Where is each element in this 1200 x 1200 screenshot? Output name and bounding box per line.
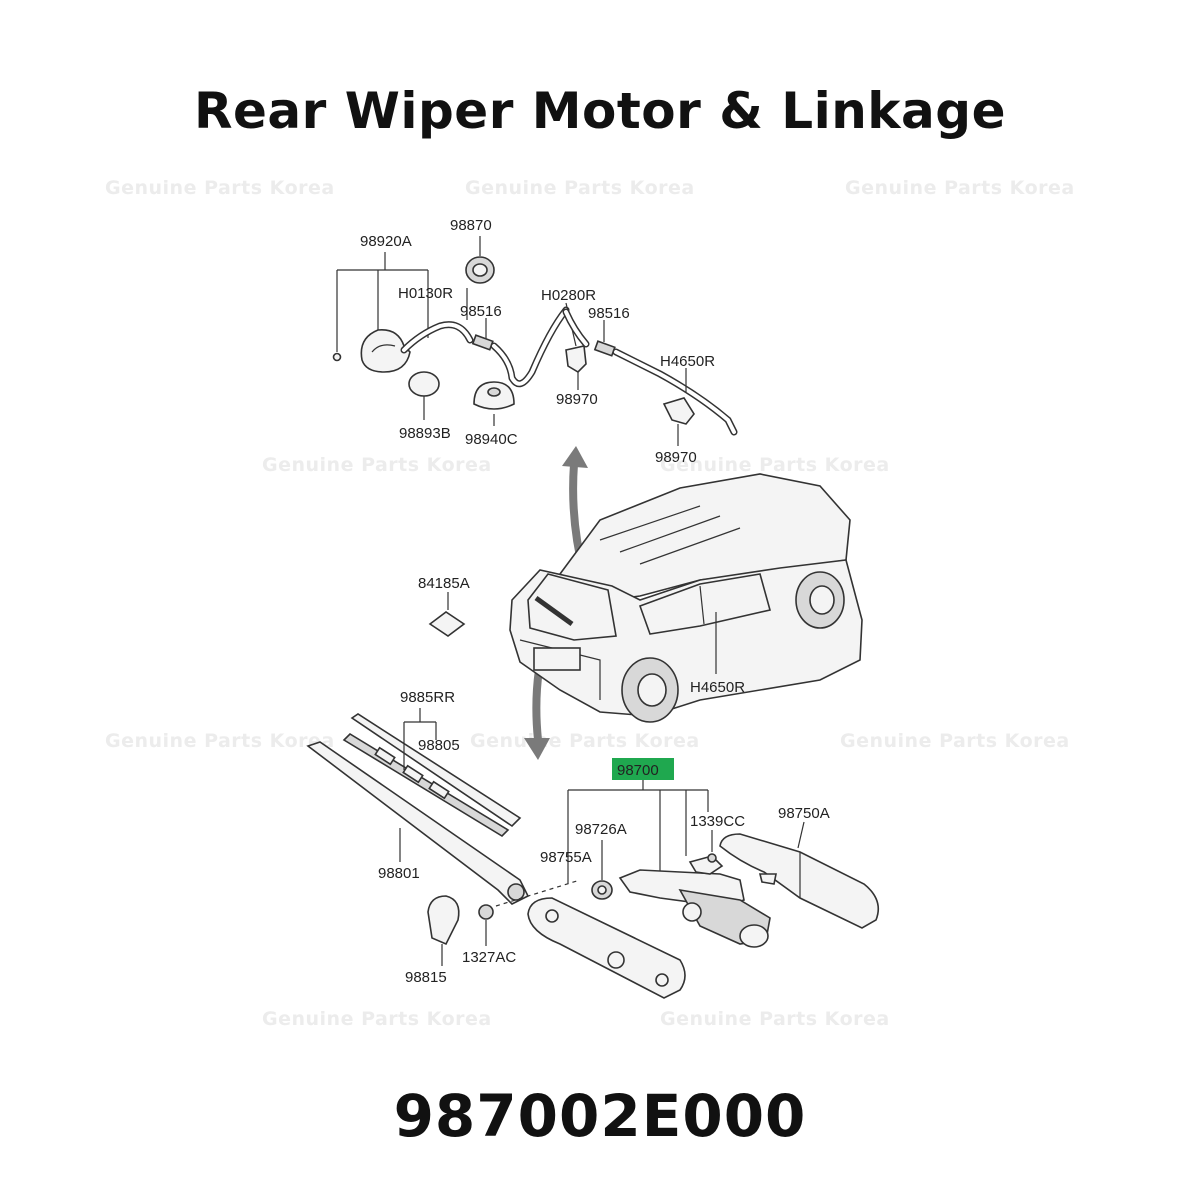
grommet-hole: [487, 387, 501, 397]
rear-window: [527, 573, 617, 641]
part-label: 98805: [418, 737, 460, 754]
label-pad-part: [428, 611, 466, 637]
part-label: H0130R: [398, 285, 453, 302]
assembly-line: [495, 879, 581, 907]
grommet-hole: [472, 263, 488, 277]
license-plate: [533, 647, 581, 671]
watermark: Genuine Parts Korea: [465, 177, 695, 199]
highlight-98700-box: [612, 758, 674, 780]
part-label: 98870: [450, 217, 492, 234]
part-label: 1327AC: [462, 949, 516, 966]
part-label: 98726A: [575, 821, 627, 838]
gasket-hole: [545, 909, 559, 923]
washer-hose-assembly: [332, 236, 738, 446]
part-label: 98940C: [465, 431, 518, 448]
part-label: 98516: [588, 305, 630, 322]
part-label: 98516: [460, 303, 502, 320]
arrow-up-head-icon: [562, 446, 588, 468]
watermark: Genuine Parts Korea: [840, 730, 1070, 752]
cap-part: [408, 371, 440, 397]
blade-clip: [428, 780, 450, 800]
side-window: [638, 573, 771, 635]
hose-connector-part: [593, 340, 616, 357]
hose-connector-part: [471, 334, 494, 351]
part-label: 98970: [655, 449, 697, 466]
washer-hose-inner: [492, 308, 568, 386]
part-label: 84185A: [418, 575, 470, 592]
part-detail: [371, 344, 396, 353]
watermark: Genuine Parts Korea: [845, 177, 1075, 199]
leader-line: [568, 780, 708, 791]
wiper-blade-part: [350, 713, 522, 828]
rear-wiper-arm: [534, 595, 574, 627]
wheel-hub: [809, 585, 835, 615]
motor-housing-part: [739, 924, 769, 948]
hose-clip-part: [662, 397, 695, 425]
arm-pivot: [507, 883, 525, 901]
seal-hole: [597, 885, 607, 895]
part-label: 98815: [405, 969, 447, 986]
part-label: H4650R: [660, 353, 715, 370]
blade-clip: [402, 764, 424, 784]
gasket-part: [527, 897, 686, 999]
window-pillar: [699, 585, 705, 625]
watermark: Genuine Parts Korea: [262, 1008, 492, 1030]
page-title: Rear Wiper Motor & Linkage: [194, 82, 1006, 140]
arm-cap-part: [427, 895, 460, 946]
watermark: Genuine Parts Korea: [660, 1008, 890, 1030]
highlighted-part-label: 98700: [617, 762, 659, 779]
vehicle-illustration: [509, 473, 863, 723]
gasket-hole: [607, 951, 625, 969]
wiper-arm-blade-assembly: [306, 708, 581, 966]
motor-cover-part: [719, 833, 880, 929]
watermark: Genuine Parts Korea: [105, 177, 335, 199]
wheel-hub: [637, 673, 667, 707]
part-label: 98893B: [399, 425, 451, 442]
watermark: Genuine Parts Korea: [660, 454, 890, 476]
watermark: Genuine Parts Korea: [105, 730, 335, 752]
cover-tab: [758, 873, 777, 885]
motor-shaft: [682, 902, 702, 922]
bolt-part: [707, 853, 717, 863]
arrow-down-head-icon: [524, 738, 550, 760]
leader-line: [797, 821, 805, 849]
part-label: 98755A: [540, 849, 592, 866]
motor-connector-part: [688, 855, 724, 875]
watermark: Genuine Parts Korea: [262, 454, 492, 476]
screw-part: [332, 352, 342, 362]
part-labels: 98920A 98870 H0130R 98516 H0280R 98516 H…: [360, 217, 830, 986]
tailgate-line: [519, 639, 601, 700]
gasket-hole: [655, 973, 669, 987]
part-label: 98920A: [360, 233, 412, 250]
part-label: 98750A: [778, 805, 830, 822]
hose-clip-part: [565, 345, 587, 374]
part-label: H0280R: [541, 287, 596, 304]
part-label: 98801: [378, 865, 420, 882]
washer-hose-inner: [564, 310, 588, 346]
watermark-group: Genuine Parts Korea Genuine Parts Korea …: [105, 177, 1075, 1030]
part-label: 1339CC: [690, 813, 745, 830]
wiper-motor-assembly: [527, 758, 880, 999]
watermark: Genuine Parts Korea: [470, 730, 700, 752]
roof-rack: [599, 505, 741, 565]
part-label: 9885RR: [400, 689, 455, 706]
nut-part: [478, 904, 494, 920]
part-label: H4650R: [690, 679, 745, 696]
washer-hose-inner: [402, 322, 472, 352]
washer-hose-inner: [614, 350, 736, 434]
part-label: 98970: [556, 391, 598, 408]
part-number: 987002E000: [393, 1082, 807, 1150]
blade-clip: [374, 746, 396, 766]
